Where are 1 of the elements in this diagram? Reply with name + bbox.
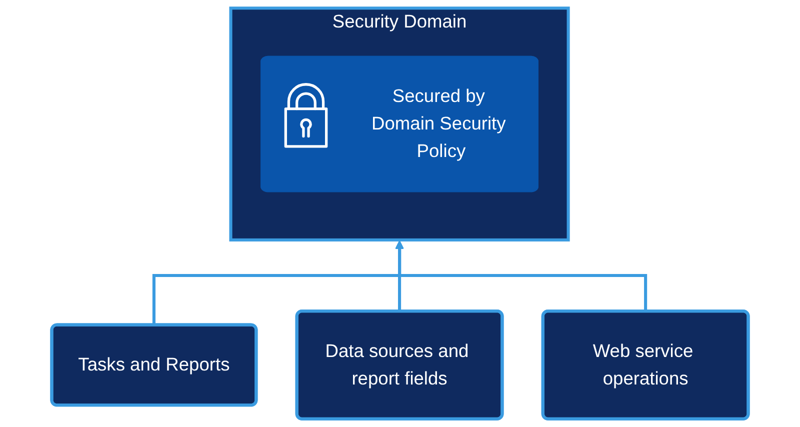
arrow: [395, 240, 648, 312]
